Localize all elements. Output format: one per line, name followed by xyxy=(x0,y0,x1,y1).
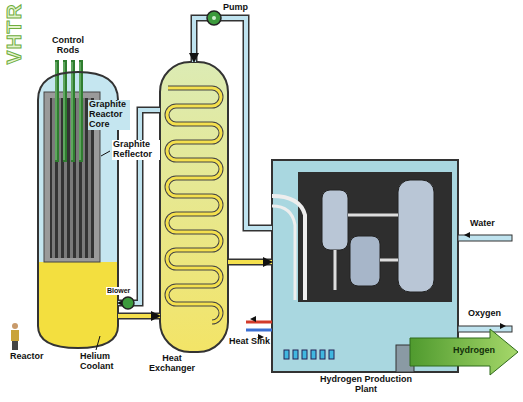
production-plant: Hydrogen Production Plant xyxy=(272,160,458,372)
pipe-wall xyxy=(194,18,272,228)
rod-highlight xyxy=(56,62,57,160)
node-label: Heat Exchanger xyxy=(144,354,200,374)
plant-pipe xyxy=(335,215,398,290)
leader-line xyxy=(101,151,110,156)
flow-arrow xyxy=(464,232,470,238)
drawing-part xyxy=(167,88,221,322)
control-rod-highlights xyxy=(56,62,80,160)
pump-body xyxy=(207,11,221,25)
drawing-part xyxy=(284,350,334,359)
vent-slot xyxy=(311,350,316,359)
person-figure xyxy=(11,323,19,350)
person-legs xyxy=(12,341,18,350)
pipe-connector xyxy=(228,262,272,263)
fuel-column xyxy=(52,98,55,258)
pipe-flow xyxy=(118,314,160,318)
vent-slot xyxy=(293,350,298,359)
rod-highlight xyxy=(72,62,73,160)
plant-pipe xyxy=(272,206,295,300)
plant-pipe xyxy=(272,196,305,300)
heat-exchanger-vessel xyxy=(160,62,228,352)
node-label: Hydrogen Production Plant xyxy=(316,375,416,395)
part-label: Blower xyxy=(106,287,131,295)
pipe-wall xyxy=(118,313,160,320)
leader-line xyxy=(96,336,100,350)
pipe-connector xyxy=(118,110,160,303)
node-label: Reactor xyxy=(10,352,56,362)
stream-label: Oxygen xyxy=(468,309,501,319)
vent-slot xyxy=(320,350,325,359)
part-label: Helium Coolant xyxy=(80,352,120,372)
reactor-tank xyxy=(398,180,434,292)
control-rod xyxy=(55,62,59,160)
part-label: Heat Sink xyxy=(229,337,270,347)
stream-label: Hydrogen xyxy=(453,346,495,356)
fuel-column xyxy=(76,98,79,258)
logo-title: VHTR xyxy=(2,3,25,64)
heat-sink-line xyxy=(246,329,272,332)
pipe-wall xyxy=(228,259,272,266)
hydrogen-arrow xyxy=(410,329,518,375)
flow-arrow xyxy=(500,323,506,329)
control-rod xyxy=(63,62,67,160)
rod-highlight xyxy=(64,62,65,160)
pipe-flow xyxy=(118,110,160,303)
heat-exchanger: Heat Exchanger xyxy=(160,62,228,352)
pipe-connector xyxy=(194,18,272,228)
control-rod xyxy=(71,62,75,160)
pump-hub xyxy=(212,16,216,20)
pump-symbol xyxy=(207,11,221,25)
drawing-part xyxy=(118,18,272,316)
part-label: Graphite Reflector xyxy=(112,140,160,160)
control-rod xyxy=(79,62,83,160)
helium-plenum xyxy=(38,262,118,352)
reactor-tank xyxy=(350,236,380,286)
coil-outline xyxy=(167,88,221,322)
part-label: Graphite Reactor Core xyxy=(88,100,130,130)
rod-highlight xyxy=(80,62,81,160)
person-body xyxy=(11,330,19,341)
part-label: Pump xyxy=(223,3,248,13)
part-label: Control Rods xyxy=(45,36,91,56)
stream-label: Water xyxy=(470,219,495,229)
person-head xyxy=(12,323,18,329)
vent-slot xyxy=(329,350,334,359)
pipe-flow xyxy=(194,18,272,228)
reactor-tank xyxy=(322,190,348,250)
pipe-wall xyxy=(118,110,160,303)
control-rods xyxy=(57,62,81,160)
vent-slot xyxy=(284,350,289,359)
pipe-connector xyxy=(118,316,160,317)
blower-body xyxy=(122,297,134,309)
vent-slot xyxy=(302,350,307,359)
plant-interior xyxy=(298,172,452,302)
heat-sink-line xyxy=(246,321,272,324)
coil-tube xyxy=(167,88,221,322)
blower-symbol xyxy=(122,297,134,309)
pipe-flow xyxy=(228,260,272,264)
